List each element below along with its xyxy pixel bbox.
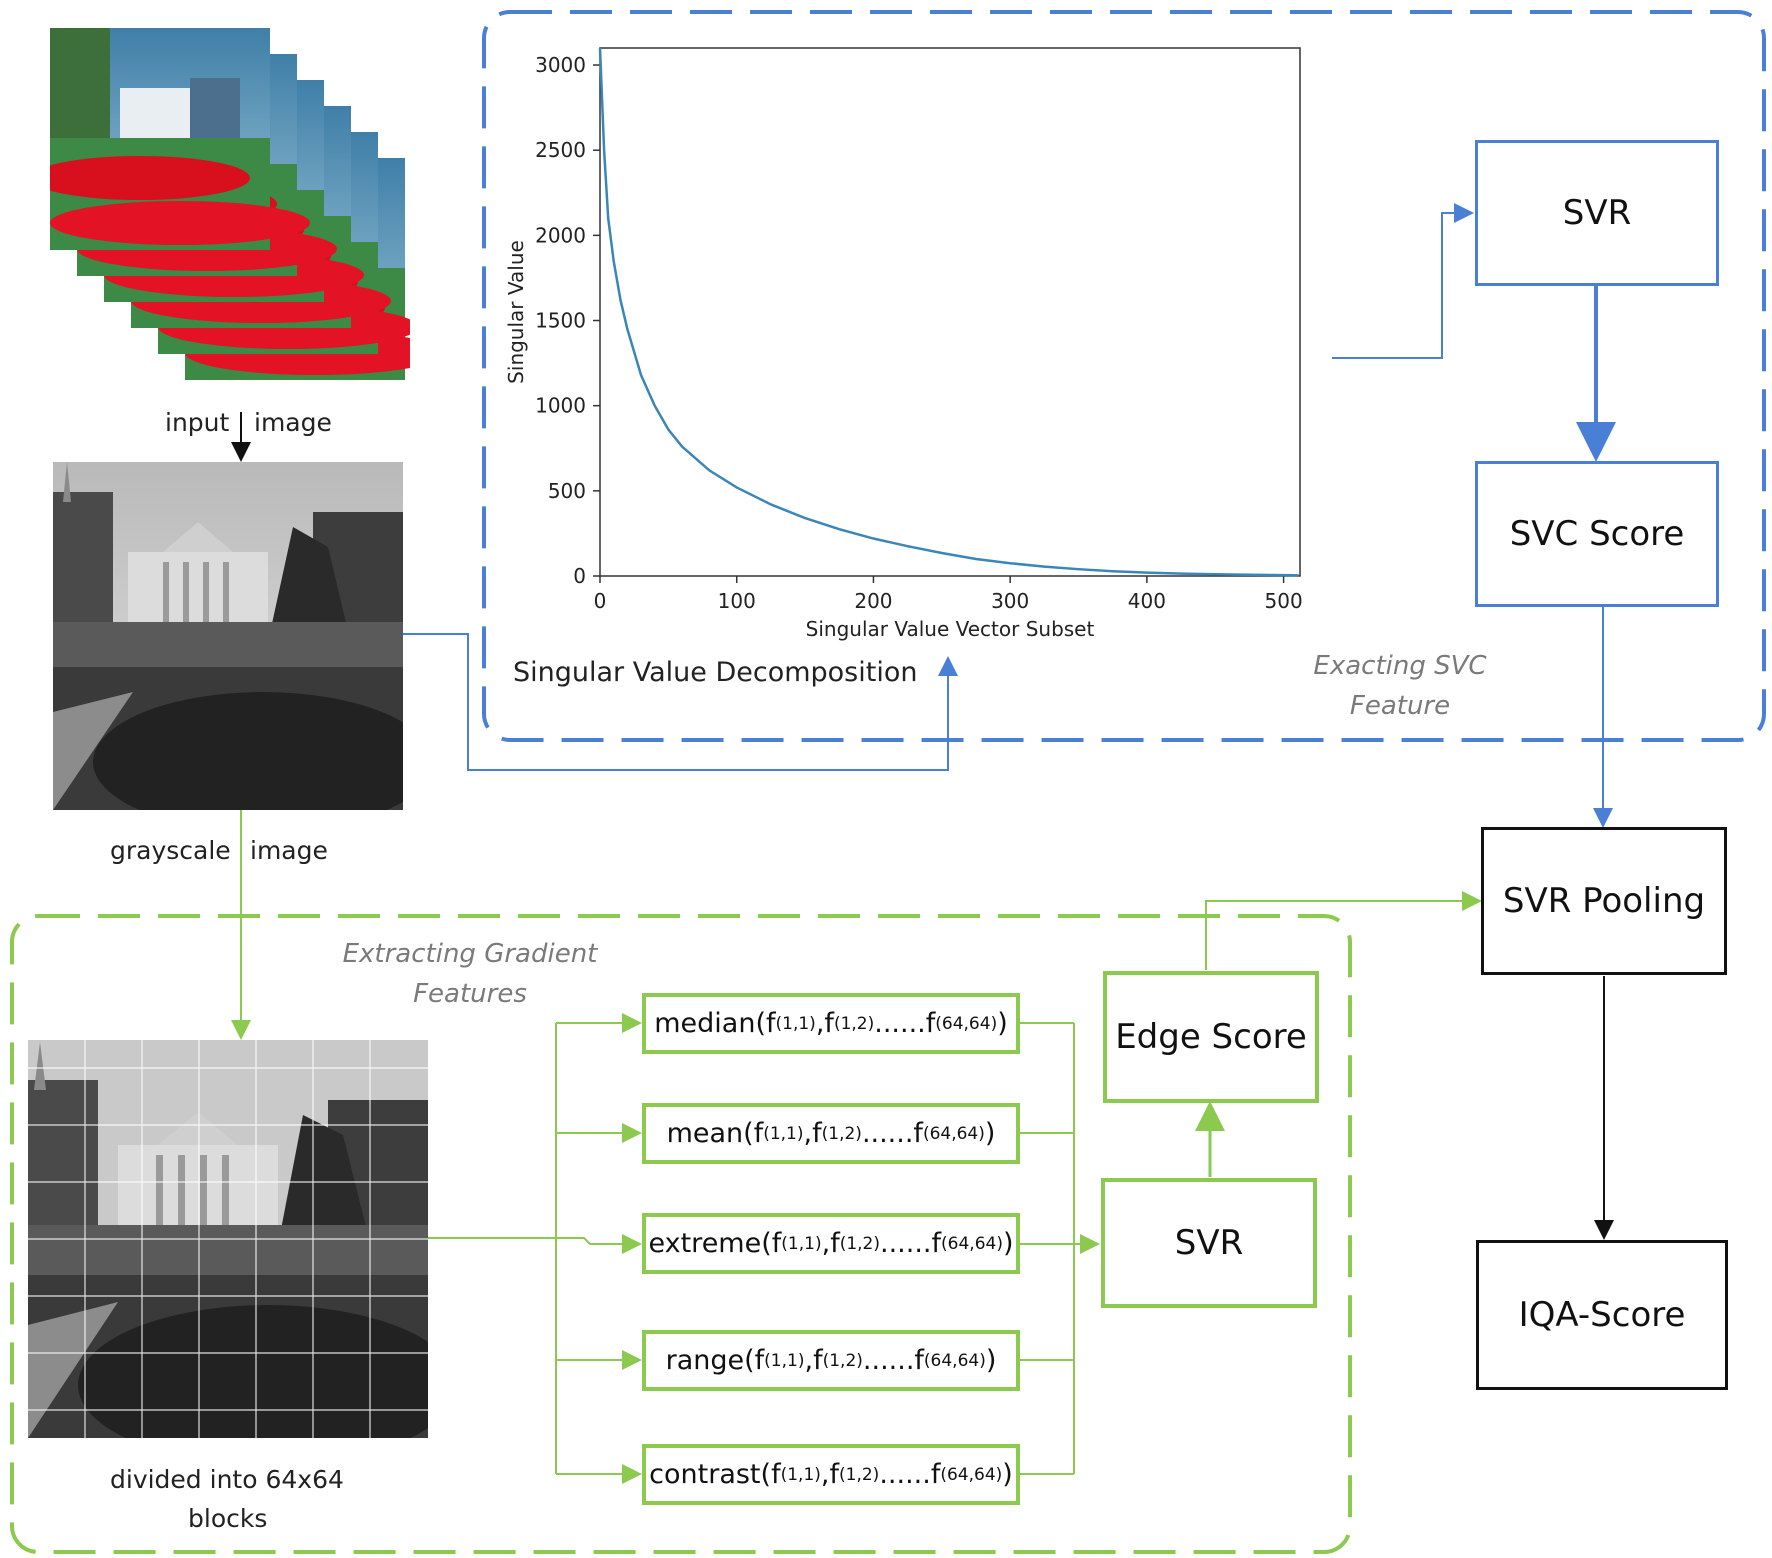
feature-fn: extreme [648,1228,762,1259]
input-image-label: image [254,408,332,437]
svr-pooling-box: SVR Pooling [1481,827,1727,975]
feature-arg: ......f [862,1345,924,1376]
edge-score-box: Edge Score [1103,971,1319,1103]
feature-fn: contrast [649,1459,761,1490]
arrow-edge-score-to-pooling [1205,891,1482,970]
gradient-region-title-line2: Features [413,979,527,1009]
input-label: input [165,408,230,437]
feature-arg: f [754,1345,765,1376]
feature-sub: (1,2) [822,1350,863,1371]
gradient-region-title-line1: Extracting Gradient [342,939,598,969]
feature-sub: (1,1) [780,1464,821,1485]
feature-sub: (1,2) [839,1464,880,1485]
feature-arg: ......f [861,1118,923,1149]
gradient-region-title: Extracting Gradient Features [320,934,620,1014]
feature-arg: f [824,1008,834,1039]
grayscale-image-label: image [250,836,328,865]
y-tick-label: 1500 [535,309,586,333]
feature-arg: f [829,1459,840,1490]
feature-mean-box: mean(f(1,1),f(1,2)......f(64,64)) [642,1103,1020,1164]
y-tick-label: 3000 [535,53,586,77]
feature-range-box: range(f(1,1),f(1,2)......f(64,64)) [642,1330,1020,1391]
svc-region-title-line2: Feature [1349,691,1451,721]
feature-sub: (1,1) [763,1123,804,1144]
svr-top-box: SVR [1475,140,1719,286]
x-tick-label: 100 [718,589,756,613]
feature-fn: range [665,1345,745,1376]
feature-sub: (64,64) [935,1013,998,1034]
svc-region-title: Exacting SVC Feature [1275,646,1525,726]
feature-arg: ......f [879,1459,941,1490]
x-tick-label: 200 [854,589,892,613]
feature-arg: ......f [874,1008,936,1039]
arrow-grayscale-to-svd [402,633,958,771]
feature-median-box: median(f(1,1),f(1,2)......f(64,64)) [642,993,1020,1054]
x-tick-label: 0 [594,589,607,613]
grayscale-image [53,462,403,810]
svc-region-title-line1: Exacting SVC [1313,651,1487,681]
feature-sub: (1,1) [775,1013,816,1034]
feature-sub: (1,2) [821,1123,862,1144]
y-tick-label: 0 [573,564,586,588]
blocks-label-line1: divided into 64x64 [110,1465,344,1494]
svd-chart: 0 100 200 300 400 500 0 500 1000 1500 2000 2500 3000… [504,47,1303,641]
input-image-stack [50,28,410,380]
y-tick-label: 1000 [535,394,586,418]
x-tick-label: 500 [1265,589,1303,613]
block-grid [28,1040,428,1438]
feature-fn: mean [666,1118,744,1149]
plot-frame [599,47,1301,577]
feature-arg: f [812,1118,822,1149]
svd-caption: Singular Value Decomposition [513,657,918,688]
feature-arg: f [771,1459,781,1490]
feature-extreme-box: extreme(f(1,1),f(1,2)......f(64,64)) [642,1213,1020,1274]
feature-contrast-box: contrast(f(1,1),f(1,2)......f(64,64)) [642,1444,1020,1505]
gradient-region-border [10,914,1352,1554]
feature-sub: (64,64) [923,1350,986,1371]
feature-sub: (1,1) [781,1233,822,1254]
x-tick-label: 300 [991,589,1029,613]
feature-arg: ......f [880,1228,942,1259]
arrow-svd-to-svr [1332,203,1474,359]
feature-sub: (64,64) [922,1123,985,1144]
feature-sub: (1,1) [764,1350,805,1371]
feature-sub: (64,64) [940,1464,1003,1485]
svc-score-box: SVC Score [1475,461,1719,607]
feature-fn: median [654,1008,756,1039]
feature-sub: (1,2) [833,1013,875,1034]
series-line [598,47,1299,577]
feature-arg: f [813,1345,823,1376]
svr-bottom-box: SVR [1101,1178,1317,1308]
blocks-image [28,1040,428,1438]
y-axis-label: Singular Value [504,240,528,384]
svc-region-border [482,10,1766,742]
blocks-label-line2: blocks [188,1504,268,1533]
x-axis-label: Singular Value Vector Subset [806,617,1095,641]
y-tick-label: 2500 [535,138,586,162]
y-tick-label: 500 [548,479,586,503]
feature-arg: f [753,1118,764,1149]
feature-arg: f [771,1228,782,1259]
feature-sub: (64,64) [941,1233,1003,1254]
x-tick-label: 400 [1128,589,1166,613]
feature-sub: (1,2) [839,1233,881,1254]
iqa-score-box: IQA-Score [1476,1240,1728,1390]
grayscale-label: grayscale [110,836,231,865]
line-blocks-to-fanout [428,1234,642,1254]
feature-arg: f [766,1008,776,1039]
feature-arg: f [830,1228,840,1259]
y-tick-label: 2000 [535,223,586,247]
